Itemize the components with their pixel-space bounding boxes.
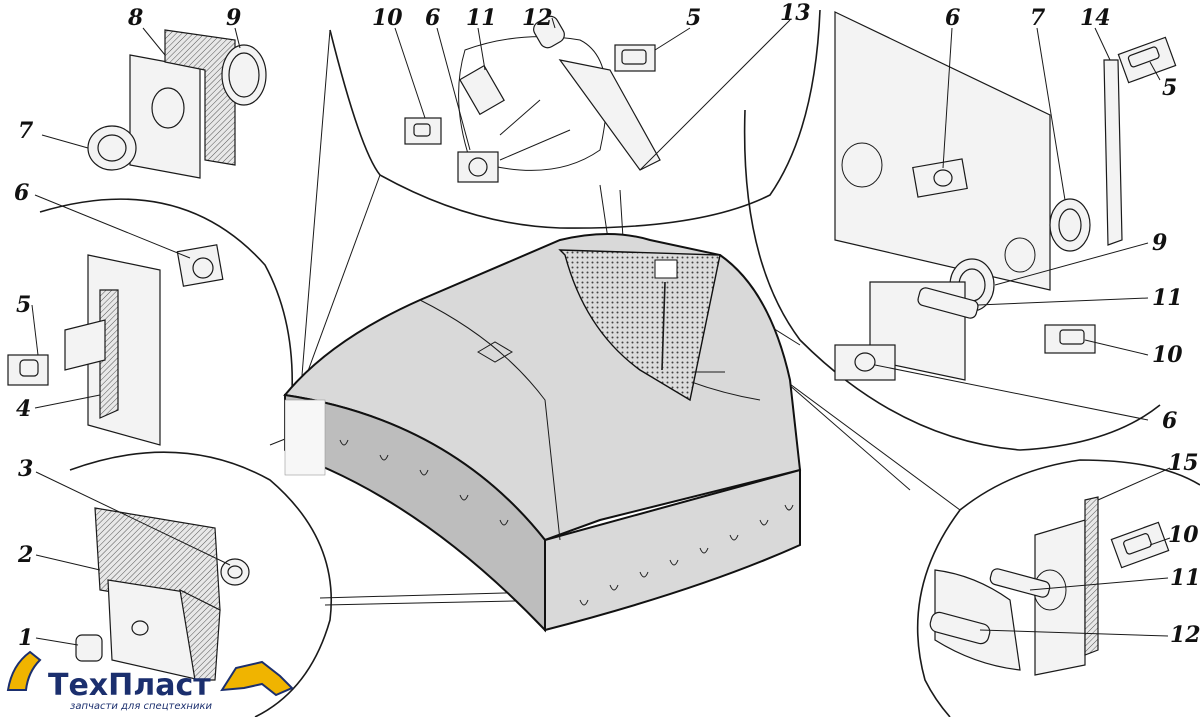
logo-brand-name: ТехПласт xyxy=(48,668,211,703)
callout-leaders xyxy=(31,17,1171,646)
callout-7-right: 7 xyxy=(1030,5,1046,31)
callout-14: 14 xyxy=(1080,5,1111,31)
detail-view-bottom-left xyxy=(69,451,332,717)
callout-15: 15 xyxy=(1168,450,1199,476)
detail-view-left xyxy=(39,198,294,421)
callout-11-right: 11 xyxy=(1152,285,1183,311)
tarpaulin-body xyxy=(283,233,802,633)
callout-3: 3 xyxy=(18,456,33,482)
techplast-logo: ТехПласт запчасти для спецтехники xyxy=(6,650,294,712)
part-group-top-left xyxy=(87,29,267,179)
callout-labels: 8 9 7 10 6 11 12 5 13 6 7 14 5 9 11 10 6… xyxy=(14,0,1200,651)
excavator-arm-icon xyxy=(6,650,294,697)
detail-view-right xyxy=(743,109,1161,451)
callout-11-lower: 11 xyxy=(1170,565,1200,591)
callout-4: 4 xyxy=(16,396,31,422)
detail-view-top xyxy=(329,9,821,229)
callout-10-lower: 10 xyxy=(1168,522,1199,548)
tie-loops xyxy=(339,439,794,606)
callout-6-left: 6 xyxy=(14,180,29,206)
callout-10: 10 xyxy=(372,5,403,31)
callout-10-right: 10 xyxy=(1152,342,1183,368)
callout-5-right: 5 xyxy=(1162,75,1177,101)
callout-9-right: 9 xyxy=(1152,230,1167,256)
part-group-left xyxy=(7,244,224,446)
logo-tagline: запчасти для спецтехники xyxy=(70,701,212,712)
callout-5: 5 xyxy=(686,5,701,31)
callout-9: 9 xyxy=(226,5,241,31)
callout-12: 12 xyxy=(522,5,553,31)
detail-view-bottom-right xyxy=(916,459,1200,717)
part-group-bottom-right xyxy=(929,496,1170,676)
part-group-bottom-left xyxy=(75,507,250,681)
callout-5-left: 5 xyxy=(16,292,31,318)
callout-1: 1 xyxy=(18,625,33,651)
part-group-top xyxy=(404,15,661,183)
callout-6-right: 6 xyxy=(945,5,960,31)
callout-12-lower: 12 xyxy=(1170,622,1200,648)
callout-13: 13 xyxy=(780,0,811,26)
callout-7: 7 xyxy=(18,118,34,144)
callout-2: 2 xyxy=(17,542,33,568)
part-group-right xyxy=(834,11,1177,381)
callout-6-lower-right: 6 xyxy=(1162,408,1177,434)
callout-11: 11 xyxy=(466,5,497,31)
callout-6: 6 xyxy=(425,5,440,31)
callout-8: 8 xyxy=(127,5,143,31)
